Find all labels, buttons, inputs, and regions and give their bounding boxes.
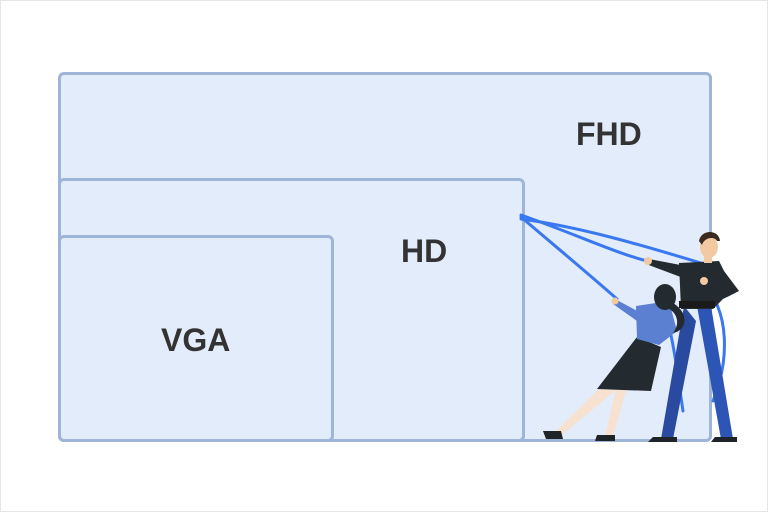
vga-box [58, 235, 334, 442]
man-figure-icon [644, 232, 739, 442]
fhd-label: FHD [576, 116, 642, 152]
vga-label: VGA [161, 322, 231, 358]
woman-figure-icon [543, 284, 685, 441]
hd-label: HD [401, 233, 448, 269]
